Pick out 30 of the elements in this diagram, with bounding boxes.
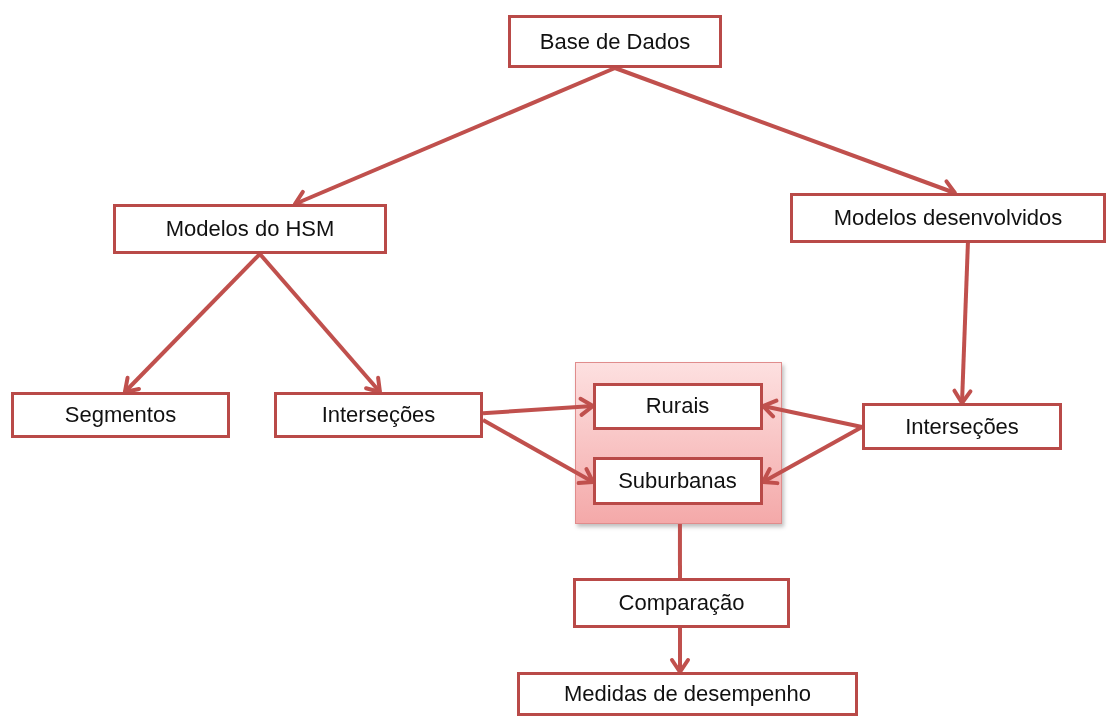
box-label: Interseções (905, 413, 1019, 440)
box-label: Comparação (618, 590, 745, 616)
process-box (113, 204, 387, 254)
arrow (258, 252, 382, 394)
process-box (592, 456, 763, 505)
process-box (790, 193, 1106, 243)
arrow (670, 628, 690, 674)
group-box (575, 362, 782, 524)
arrow (122, 252, 262, 394)
process-box (592, 382, 763, 430)
box-label: Interseções (321, 402, 436, 428)
arrow (482, 418, 595, 486)
box-label: Modelos do HSM (165, 216, 335, 242)
process-box (274, 392, 483, 438)
process-box (573, 578, 790, 628)
arrow (761, 425, 863, 486)
process-box (508, 15, 722, 68)
box-label: Suburbanas (618, 467, 737, 494)
process-box (11, 392, 230, 438)
box-label: Rurais (645, 393, 710, 419)
process-box (862, 403, 1062, 450)
box-label: Base de Dados (539, 28, 691, 55)
arrow (952, 242, 973, 405)
box-label: Medidas de desempenho (563, 681, 812, 707)
box-label: Segmentos (64, 402, 177, 428)
arrow (761, 398, 863, 429)
box-label: Modelos desenvolvidos (833, 205, 1063, 231)
arrow (482, 396, 595, 417)
connector-line (677, 524, 682, 578)
process-box (517, 672, 858, 716)
